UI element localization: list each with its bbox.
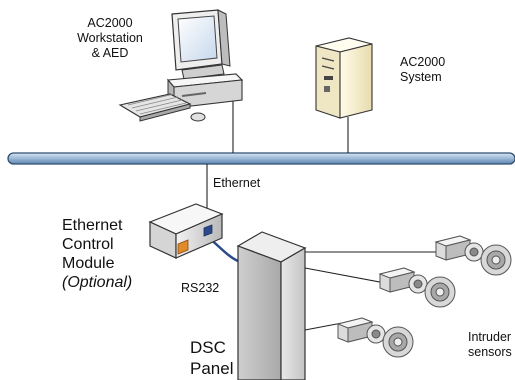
- module-label-line: Control: [62, 236, 114, 253]
- module-label-line: Ethernet: [62, 217, 123, 234]
- sensors-label-line: sensors: [468, 345, 512, 359]
- sensor-icon: [337, 317, 414, 358]
- panel-label-line: DSC: [190, 338, 226, 357]
- sensor-icon: [379, 267, 456, 308]
- dsc-panel-icon: [236, 231, 307, 380]
- system-label-line: System: [400, 70, 442, 84]
- sensor-link-2: [304, 267, 386, 284]
- system-label: AC2000 System: [400, 55, 445, 85]
- sensors-label-line: Intruder: [468, 330, 512, 344]
- ethernet-label: Ethernet: [213, 176, 261, 190]
- panel-label: DSC Panel: [190, 337, 233, 379]
- system-label-line: AC2000: [400, 55, 446, 69]
- sensors-label: Intruder sensors: [468, 330, 512, 360]
- server-icon: [315, 37, 373, 119]
- rs232-label: RS232: [181, 281, 220, 295]
- ethernet-bus: [7, 152, 515, 165]
- module-label-line: Module: [62, 255, 115, 272]
- workstation-label-line: Workstation: [77, 31, 143, 45]
- sensor-icon: [435, 235, 512, 276]
- workstation-label-line: AC2000: [87, 16, 133, 30]
- panel-label-line: Panel: [190, 359, 234, 378]
- module-label: Ethernet Control Module (Optional): [62, 216, 132, 292]
- workstation-label: AC2000 Workstation & AED: [70, 16, 150, 61]
- workstation-label-line: & AED: [91, 46, 129, 60]
- module-optional-label: (Optional): [62, 274, 133, 291]
- sensor-link-3: [304, 322, 343, 331]
- workstation-icon: [118, 9, 244, 122]
- control-module-icon: [148, 203, 224, 259]
